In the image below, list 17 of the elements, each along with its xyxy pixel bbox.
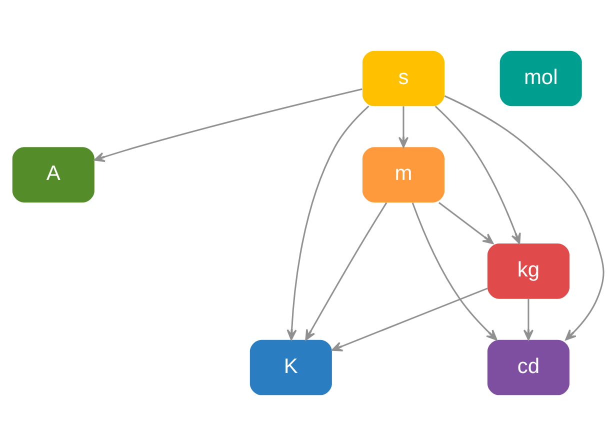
node-box: cd: [487, 339, 570, 395]
node-box: m: [362, 146, 444, 202]
node-box: mol: [500, 50, 582, 106]
arrow: [438, 201, 494, 244]
arrow: [398, 106, 409, 148]
arrow: [305, 202, 388, 340]
node-box: kg: [487, 243, 570, 298]
node-box: K: [250, 339, 332, 395]
arrow: [523, 298, 534, 340]
arrow: [434, 105, 521, 244]
arrow: [332, 287, 488, 351]
arrow: [412, 202, 498, 340]
arrow: [94, 88, 362, 162]
arrow: [444, 94, 604, 340]
node-box: A: [12, 146, 94, 202]
arrow: [286, 105, 370, 340]
node-box: s: [362, 50, 444, 106]
